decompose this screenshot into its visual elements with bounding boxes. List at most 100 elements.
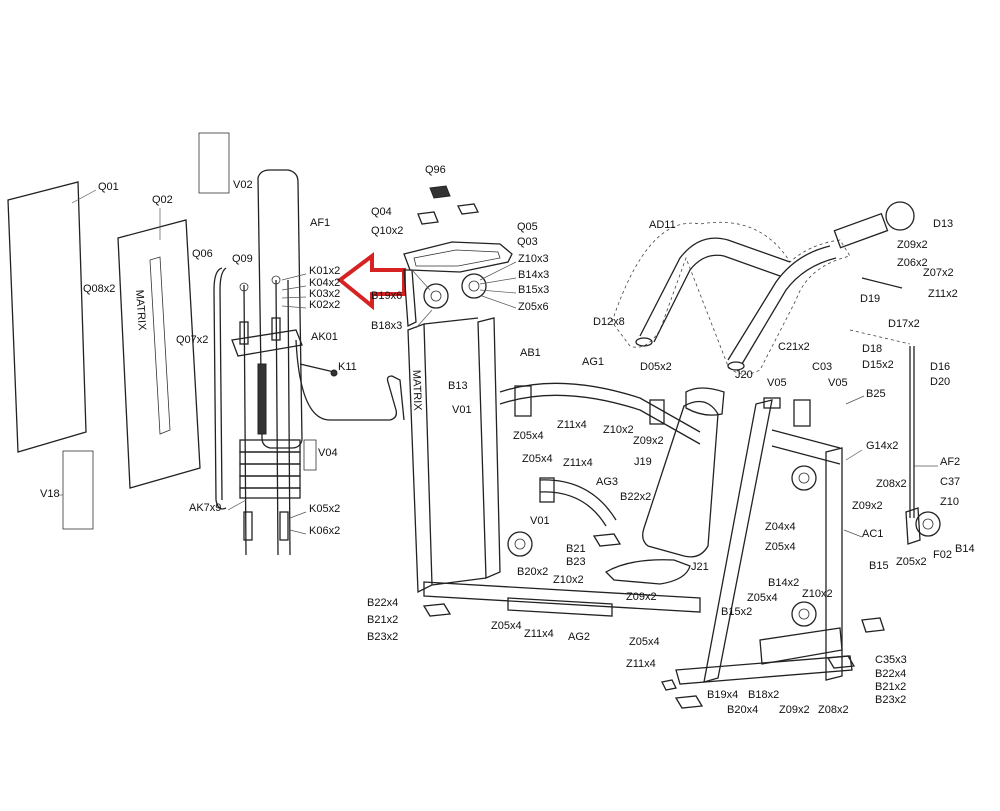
part-label-q09: Q09 xyxy=(232,253,253,265)
part-label-b15: B15 xyxy=(869,560,889,572)
part-label-b13: B13 xyxy=(448,380,468,392)
part-label-ab1: AB1 xyxy=(520,347,541,359)
top-bracket-q03 xyxy=(403,241,513,328)
leader-lines xyxy=(227,261,938,538)
part-label-ak01: AK01 xyxy=(311,331,338,343)
part-label-z11x4c: Z11x4 xyxy=(524,628,554,640)
seat-j21 xyxy=(604,559,691,585)
part-label-ag3: AG3 xyxy=(596,476,618,488)
part-label-d19: D19 xyxy=(860,293,880,305)
part-label-c37: C37 xyxy=(940,476,960,488)
part-label-b22x2a: B22x2 xyxy=(620,491,651,503)
part-label-v04: V04 xyxy=(318,447,338,459)
red-arrow-indicator xyxy=(336,252,406,311)
seat-back-j19 xyxy=(642,400,719,558)
part-label-d05x2: D05x2 xyxy=(640,361,672,373)
upright-logo-text: MATRIX xyxy=(410,370,423,412)
frame-ab1: MATRIX xyxy=(407,317,501,594)
part-label-b21: B21 xyxy=(566,543,586,555)
decal-v18 xyxy=(58,450,94,530)
part-label-z10: Z10 xyxy=(940,496,959,508)
cable-af1-run xyxy=(295,339,405,421)
part-label-ad11: AD11 xyxy=(649,219,676,231)
part-label-b19x6: B19x6 xyxy=(371,290,402,302)
arm-ad11 xyxy=(611,221,851,375)
selector-top-plate xyxy=(231,329,303,357)
part-label-q01: Q01 xyxy=(98,181,119,193)
part-label-z05x4b: Z05x4 xyxy=(522,453,553,465)
part-label-z11x4d: Z11x4 xyxy=(626,658,656,670)
part-label-j21: J21 xyxy=(691,561,709,573)
part-label-z06x2: Z06x2 xyxy=(897,257,928,269)
part-label-b18x2: B18x2 xyxy=(748,689,779,701)
part-label-ak7x9: AK7x9 xyxy=(189,502,221,514)
frame-af1 xyxy=(257,169,303,449)
part-label-q07x2: Q07x2 xyxy=(176,334,208,346)
pulleys-top xyxy=(423,273,487,309)
cable-af2 xyxy=(849,329,915,518)
part-label-b23x2b: B23x2 xyxy=(875,694,906,706)
part-label-v02: V02 xyxy=(233,179,253,191)
base-ag2 xyxy=(423,581,701,617)
arm-ag3 xyxy=(539,477,617,527)
part-label-z10x3: Z10x3 xyxy=(518,253,549,265)
part-label-q96: Q96 xyxy=(425,164,446,176)
part-label-b14: B14 xyxy=(955,543,975,555)
part-label-d15x2: D15x2 xyxy=(862,359,894,371)
frame-logo-text: MATRIX xyxy=(133,289,148,331)
guide-rods xyxy=(243,279,291,556)
part-label-v18: V18 xyxy=(40,488,60,500)
part-label-q02: Q02 xyxy=(152,194,173,206)
part-label-z05x4a: Z05x4 xyxy=(513,430,544,442)
frame-ac1 xyxy=(675,399,853,685)
part-label-d20: D20 xyxy=(930,376,950,388)
part-label-z05x6: Z05x6 xyxy=(518,301,549,313)
part-label-k02x2: K02x2 xyxy=(309,299,340,311)
part-label-b21x2b: B21x2 xyxy=(875,681,906,693)
bushings xyxy=(239,275,289,541)
part-label-b15x3: B15x3 xyxy=(518,284,549,296)
part-label-z11x4b: Z11x4 xyxy=(563,457,593,469)
part-label-z09x2e: Z09x2 xyxy=(779,704,810,716)
part-label-k11: K11 xyxy=(338,361,357,373)
part-label-b25: B25 xyxy=(866,388,886,400)
pulleys-right xyxy=(791,465,941,627)
part-label-ag1: AG1 xyxy=(582,356,604,368)
part-label-z05x2: Z05x2 xyxy=(896,556,927,568)
part-label-q04: Q04 xyxy=(371,206,392,218)
part-label-af1: AF1 xyxy=(310,217,330,229)
shaft-d19 xyxy=(861,277,903,289)
part-label-ac1: AC1 xyxy=(862,528,883,540)
part-label-b18x3: B18x3 xyxy=(371,320,402,332)
part-label-v01a: V01 xyxy=(452,404,472,416)
part-label-d12x8: D12x8 xyxy=(593,316,625,328)
part-label-z11x2: Z11x2 xyxy=(928,288,958,300)
part-label-k05x2: K05x2 xyxy=(309,503,340,515)
part-label-z07x2: Z07x2 xyxy=(923,267,954,279)
part-label-b15x2: B15x2 xyxy=(721,606,752,618)
part-label-f02: F02 xyxy=(933,549,952,561)
part-label-b23: B23 xyxy=(566,556,586,568)
weight-stack xyxy=(239,363,301,499)
part-label-k03x2: K03x2 xyxy=(309,288,340,300)
part-label-q06: Q06 xyxy=(192,248,213,260)
part-label-q05: Q05 xyxy=(517,221,538,233)
part-label-b21x2a: B21x2 xyxy=(367,614,398,626)
arm-ag1 xyxy=(499,382,701,445)
part-label-z10x2a: Z10x2 xyxy=(603,424,634,436)
part-label-k01x2: K01x2 xyxy=(309,265,340,277)
part-label-q08x2: Q08x2 xyxy=(83,283,115,295)
part-label-z10x2c: Z10x2 xyxy=(802,588,833,600)
shroud-panel-q02: MATRIX xyxy=(117,208,201,489)
part-label-z08x2a: Z08x2 xyxy=(876,478,907,490)
part-label-q10x2: Q10x2 xyxy=(371,225,403,237)
part-label-z04x4: Z04x4 xyxy=(765,521,796,533)
part-label-v05a: V05 xyxy=(767,377,787,389)
part-label-c21x2: C21x2 xyxy=(778,341,810,353)
part-label-b20x4: B20x4 xyxy=(727,704,758,716)
part-label-ag2: AG2 xyxy=(568,631,590,643)
part-label-d13: D13 xyxy=(933,218,953,230)
part-label-d16: D16 xyxy=(930,361,950,373)
